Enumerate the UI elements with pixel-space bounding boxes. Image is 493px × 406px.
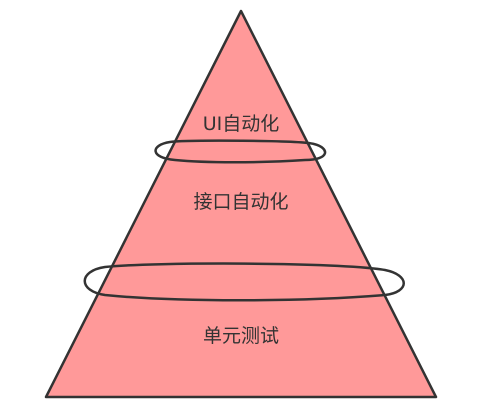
tier-label-unit: 单元测试 [203,325,279,347]
pyramid-shape [44,9,438,399]
upper-ring-outline [154,139,327,164]
tier-label-ui: UI自动化 [203,113,280,135]
lower-ring-outline [83,262,405,302]
tier-label-api: 接口自动化 [193,191,288,213]
